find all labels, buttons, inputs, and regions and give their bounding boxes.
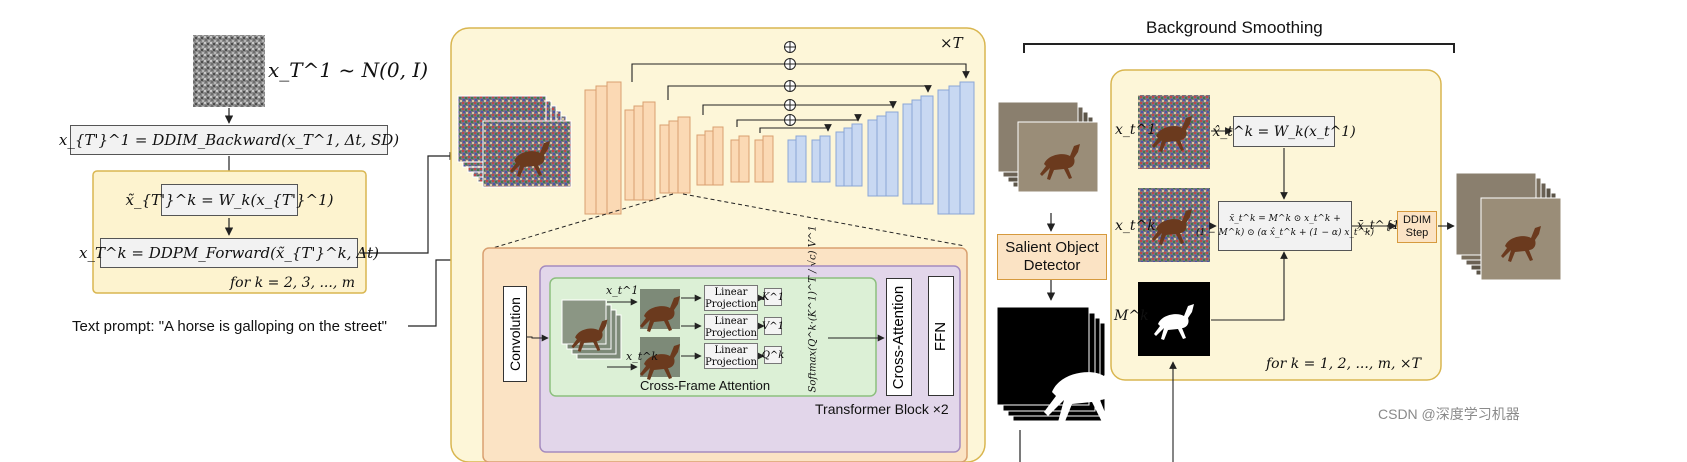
k1-token: K^1 — [762, 288, 784, 306]
cfa-x1-label: x_t^1 — [606, 284, 639, 297]
salient-object-detector-box: Salient Object Detector — [997, 234, 1107, 280]
unet-decoder — [787, 81, 975, 215]
ddim-step-box: DDIM Step — [1397, 211, 1437, 243]
bs-blend-box: x̄_t^k = M^k ⊙ x_t^k + (1 − M^k) ⊙ (α x̂… — [1196, 201, 1374, 251]
output-horse-stack — [1455, 172, 1562, 281]
cfa-xk-label: x_t^k — [626, 350, 659, 363]
softmax-formula: Softmax(Q^k·(K^1)^T / √c) V^1 — [807, 225, 819, 393]
conv-frame-stack — [561, 299, 622, 360]
ddim-backward-box: x_{T'}^1 = DDIM_Backward(x_T^1, Δt, SD) — [59, 125, 399, 155]
blend-line-1: x̄_t^k = M^k ⊙ x_t^k + — [1229, 214, 1341, 224]
text-prompt: Text prompt: "A horse is galloping on th… — [72, 318, 387, 335]
convolution-block: Convolution — [503, 286, 527, 382]
warp-box: x̃_{T'}^k = W_k(x_{T'}^1) — [126, 184, 333, 216]
bs-mk-label: M^k — [1114, 308, 1149, 324]
bs-mask-image — [1138, 282, 1210, 356]
noise-caption: x_T^1 ~ N(0, I) — [268, 58, 429, 82]
cross-frame-attention-label: Cross-Frame Attention — [640, 378, 771, 393]
right-loop-label: for k = 1, 2, ..., m, ×T — [1266, 356, 1421, 372]
bs-xt1-image — [1138, 95, 1210, 169]
bs-warp-box: x̂_t^k = W_k(x_t^1) — [1212, 116, 1356, 147]
noise-image — [193, 35, 265, 107]
background-smoothing-brace — [1023, 43, 1455, 53]
smoothing-arrows — [1169, 127, 1455, 462]
bs-xtk-image — [1138, 188, 1210, 262]
watermark: CSDN @深度学习机器 — [1378, 406, 1520, 422]
unet-encoder — [584, 81, 774, 215]
input-horse-stack — [997, 101, 1099, 193]
bs-xt1-label: x_t^1 — [1115, 122, 1157, 138]
saliency-mask-stack — [996, 306, 1124, 424]
v1-token: V^1 — [762, 317, 784, 335]
unet-repeat-label: ×T — [940, 34, 963, 52]
ffn-block: FFN — [928, 276, 954, 396]
background-smoothing-title: Background Smoothing — [1146, 18, 1323, 37]
bs-xtk-label: x_t^k — [1115, 218, 1156, 234]
attention-arrows — [520, 294, 885, 371]
ddpm-forward-box: x_T^k = DDPM_Forward(x̃_{T'}^k, Δt) — [79, 238, 379, 268]
linear-projection-q: Linear Projection — [704, 343, 758, 369]
linear-projection-k: Linear Projection — [704, 285, 758, 311]
left-loop-label: for k = 2, 3, ..., m — [230, 275, 356, 291]
transformer-block-label: Transformer Block ×2 — [815, 401, 949, 417]
qk-token: Q^k — [762, 346, 784, 364]
plus-nodes — [784, 41, 796, 126]
skip-connections — [631, 63, 970, 133]
noisy-frame-stack — [457, 95, 572, 188]
cross-attention-block: Cross-Attention — [886, 278, 912, 396]
blend-line-2: (1 − M^k) ⊙ (α x̂_t^k + (1 − α) x_t^k) — [1195, 228, 1375, 238]
linear-projection-v: Linear Projection — [704, 314, 758, 340]
